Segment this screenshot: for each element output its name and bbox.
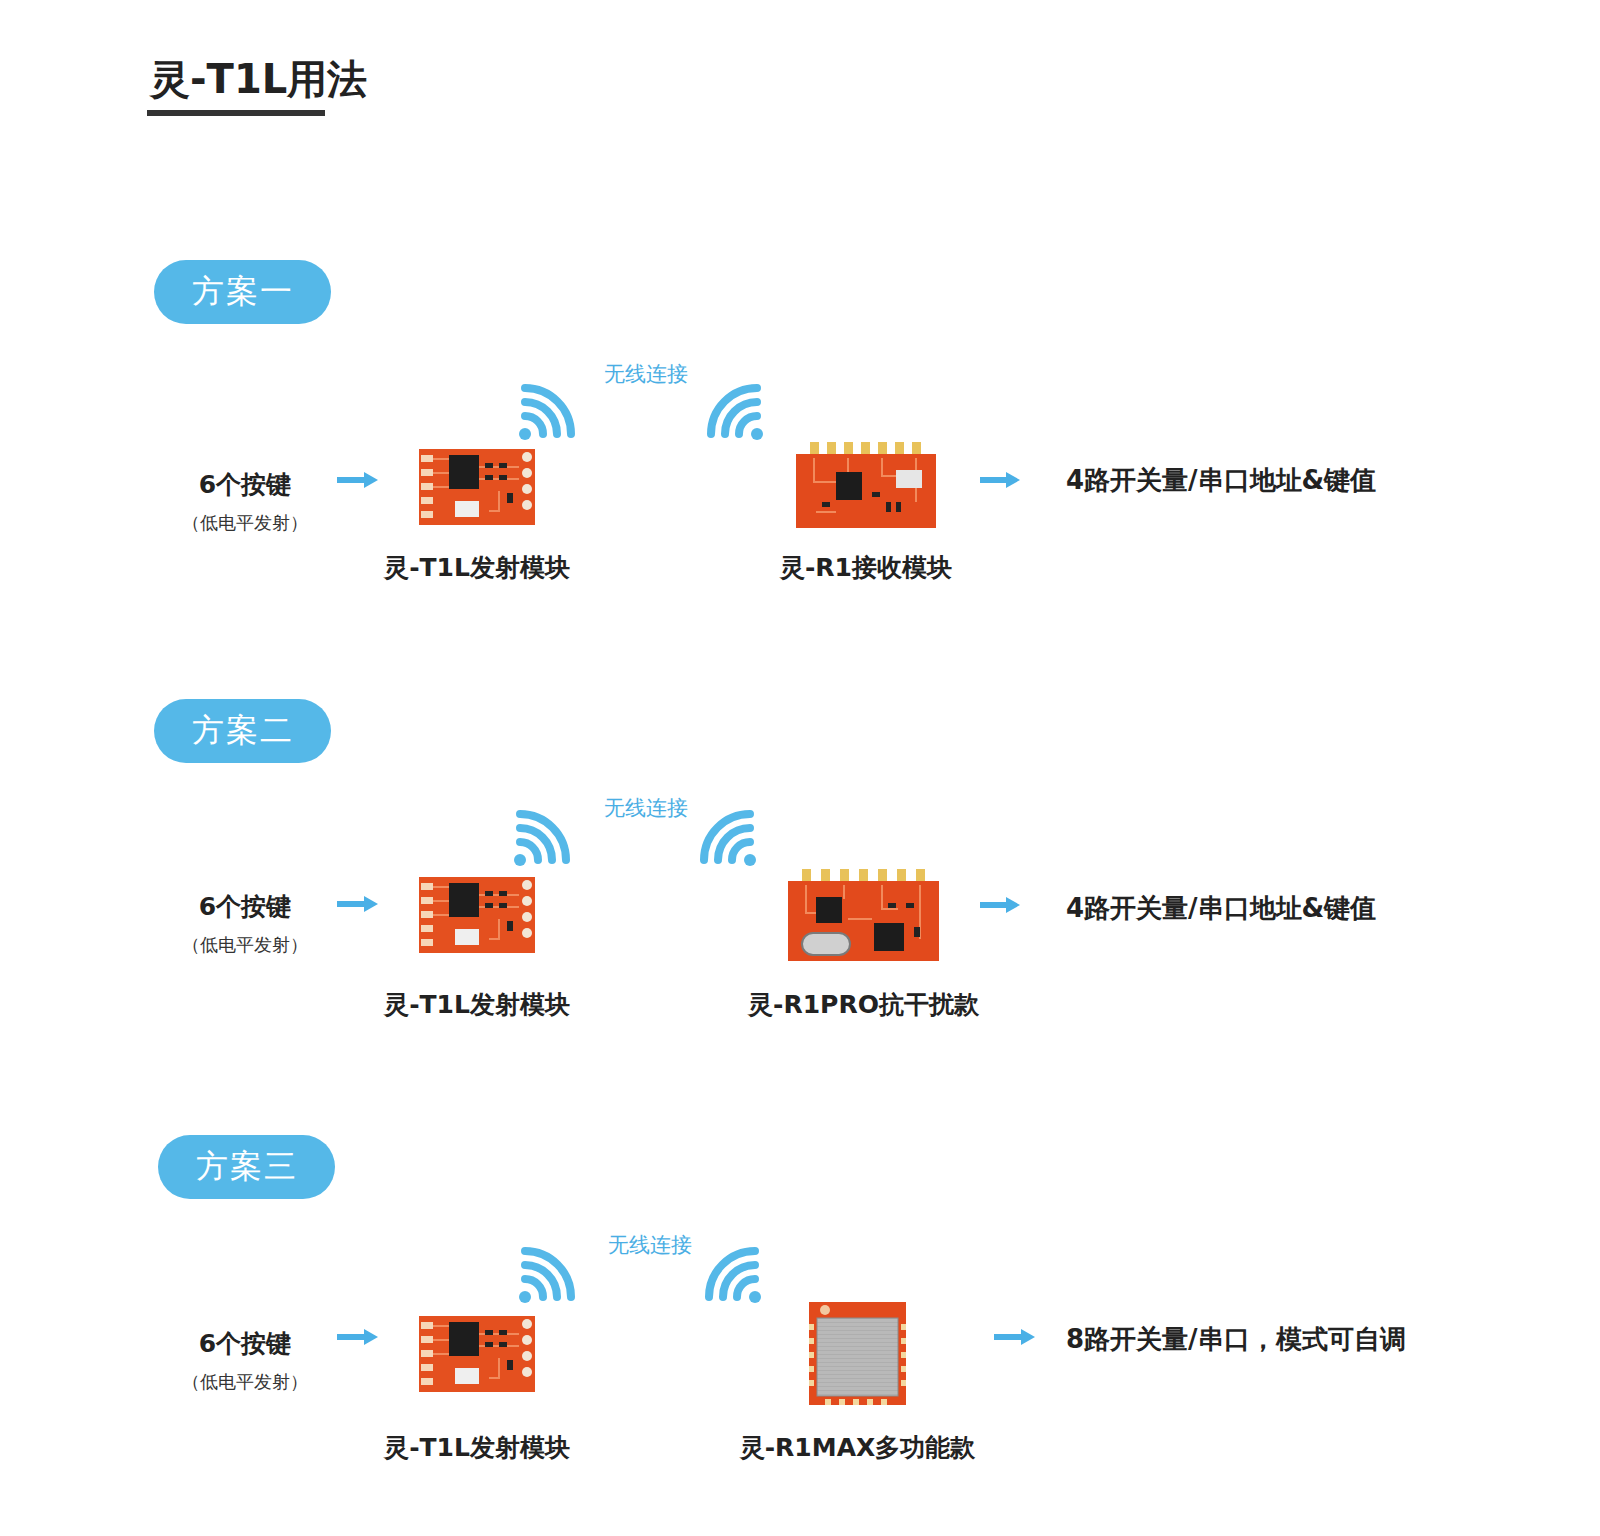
arrow-shaft (994, 1334, 1021, 1340)
scheme-pill: 方案一 (154, 260, 331, 324)
arrow-shaft (337, 901, 364, 907)
flow-arrow (337, 1329, 378, 1345)
node-text: 方案三 (196, 1145, 298, 1189)
rx-module (809, 1302, 906, 1405)
node-text: （低电平发射） (182, 510, 308, 536)
node-text: （低电平发射） (182, 932, 308, 958)
node-text: 4路开关量/串口地址&键值 (1066, 463, 1381, 497)
arrow-head (1006, 897, 1020, 913)
title-underline (147, 110, 325, 116)
output-node: 8路开关量/串口，模式可自调 (1066, 1322, 1410, 1356)
node-text: 8路开关量/串口，模式可自调 (1066, 1322, 1410, 1356)
wifi-icon (519, 388, 571, 440)
arrow-head (364, 1329, 378, 1345)
module-label: 灵-T1L发射模块 (384, 553, 570, 583)
node-text: 方案二 (192, 709, 294, 753)
module-label: 灵-T1L发射模块 (384, 990, 570, 1020)
node-text: 4路开关量/串口地址&键值 (1066, 891, 1381, 925)
tx-module (419, 1316, 535, 1392)
arrow-shaft (980, 477, 1006, 483)
wireless-label: 无线连接 (608, 1231, 692, 1259)
module-node: 灵-T1L发射模块 (419, 1316, 535, 1392)
tx-module (419, 449, 535, 525)
node-text: 方案一 (192, 270, 294, 314)
flow-arrow (980, 897, 1020, 913)
node-text: （低电平发射） (182, 1369, 308, 1395)
flow-arrow (337, 472, 378, 488)
module-label: 灵-R1接收模块 (780, 553, 952, 583)
input-node: 6个按键 （低电平发射） (180, 1327, 310, 1395)
module-node: 灵-R1MAX多功能款 (809, 1302, 906, 1405)
output-node: 4路开关量/串口地址&键值 (1066, 891, 1381, 925)
wifi-icon (514, 814, 566, 866)
flow-arrow (337, 896, 378, 912)
diagram-title: 灵-T1L用法 (150, 52, 367, 107)
arrow-head (364, 896, 378, 912)
arrow-shaft (980, 902, 1006, 908)
node-text: 6个按键 (199, 468, 291, 502)
module-node: 灵-T1L发射模块 (419, 877, 535, 953)
wifi-icon (519, 1251, 571, 1303)
scheme-pill: 方案二 (154, 699, 331, 763)
arrow-shaft (337, 477, 364, 483)
rx-module (796, 442, 936, 528)
scheme-pill: 方案三 (158, 1135, 335, 1199)
input-node: 6个按键 （低电平发射） (180, 890, 310, 958)
wireless-label: 无线连接 (604, 794, 688, 822)
arrow-head (1006, 472, 1020, 488)
arrow-head (1021, 1329, 1035, 1345)
module-node: 灵-R1PRO抗干扰款 (788, 869, 939, 961)
flow-arrow (994, 1329, 1035, 1345)
wifi-icon (709, 1251, 761, 1303)
module-node: 灵-T1L发射模块 (419, 449, 535, 525)
rx-module (788, 869, 939, 961)
wireless-label: 无线连接 (604, 360, 688, 388)
tx-module (419, 877, 535, 953)
module-node: 灵-R1接收模块 (796, 442, 936, 528)
flow-arrow (980, 472, 1020, 488)
arrow-head (364, 472, 378, 488)
module-label: 灵-R1PRO抗干扰款 (748, 990, 979, 1020)
arrow-shaft (337, 1334, 364, 1340)
output-node: 4路开关量/串口地址&键值 (1066, 463, 1381, 497)
node-text: 6个按键 (199, 1327, 291, 1361)
module-label: 灵-T1L发射模块 (384, 1433, 570, 1463)
module-label: 灵-R1MAX多功能款 (740, 1433, 976, 1463)
node-text: 6个按键 (199, 890, 291, 924)
wifi-icon (704, 814, 756, 866)
wifi-icon (711, 388, 763, 440)
input-node: 6个按键 （低电平发射） (180, 468, 310, 536)
